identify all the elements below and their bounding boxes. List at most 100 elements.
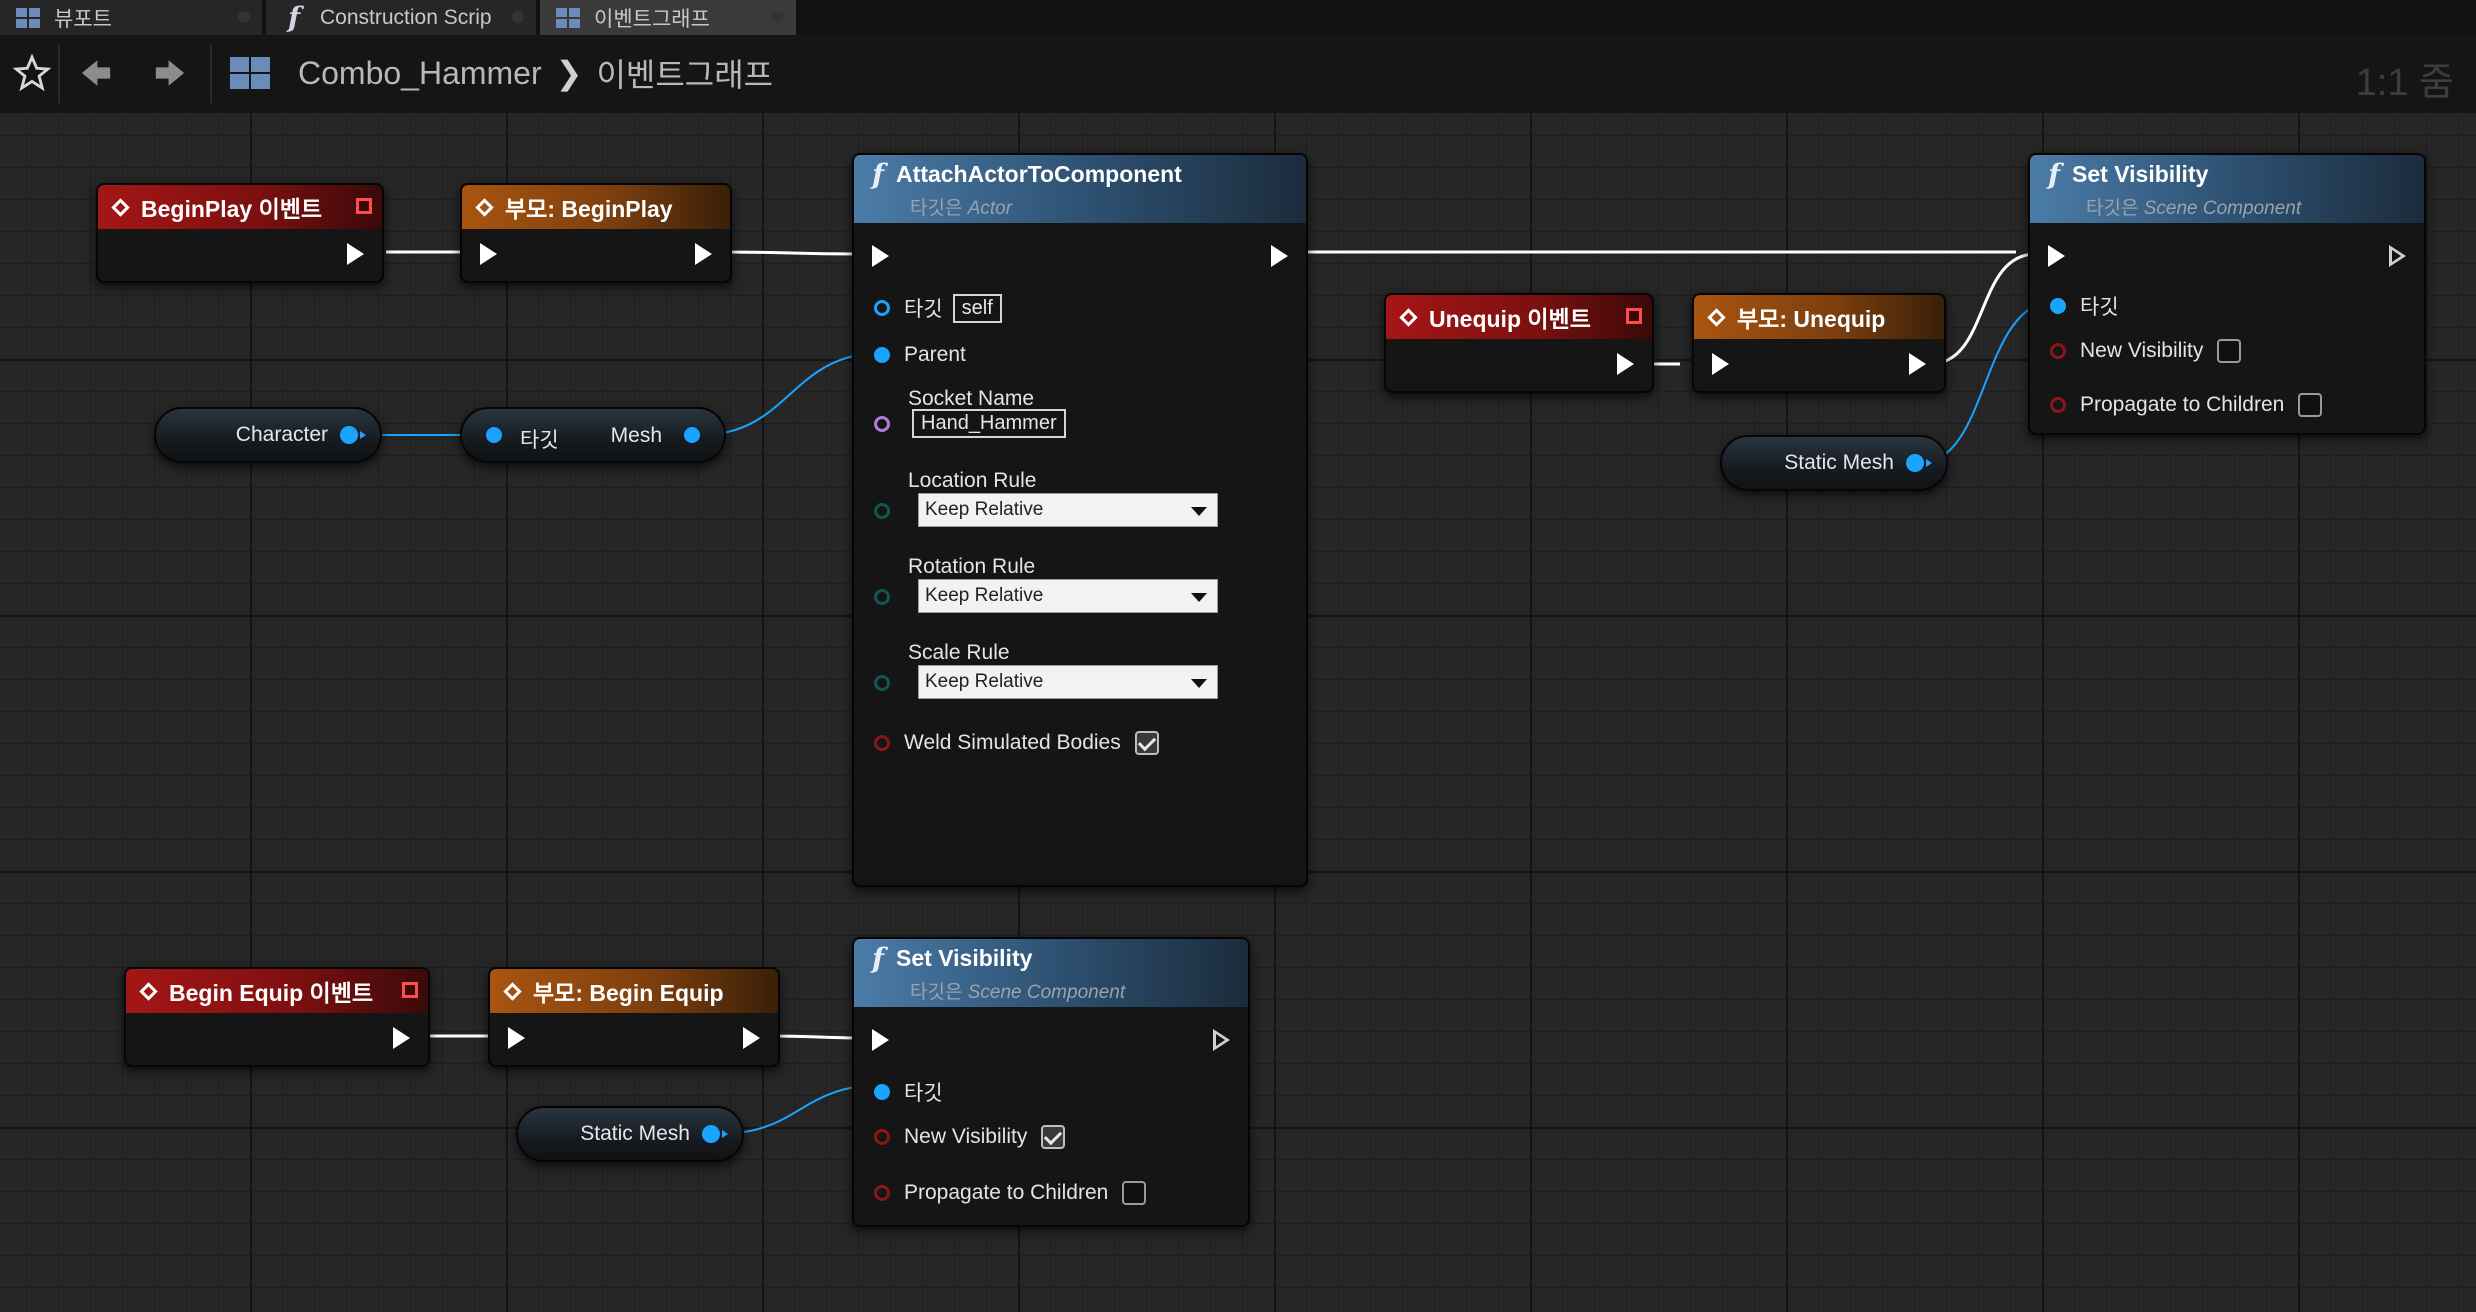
event-graph-canvas[interactable]: BeginPlay 이벤트 부모: BeginPlay f AttachActo… xyxy=(0,113,2476,1312)
target-input-pin[interactable] xyxy=(486,427,502,443)
node-begin-equip-event[interactable]: Begin Equip 이벤트 xyxy=(124,967,430,1067)
tab-bar: 뷰포트 f Construction Scrip 이벤트그래프 xyxy=(0,0,2476,35)
variable-static-mesh[interactable]: Static Mesh xyxy=(1720,435,1948,491)
delegate-pin[interactable] xyxy=(356,198,372,214)
variable-character[interactable]: Character xyxy=(154,407,382,463)
node-beginplay-event[interactable]: BeginPlay 이벤트 xyxy=(96,183,384,283)
socket-name-input[interactable]: Hand_Hammer xyxy=(912,409,1066,438)
weld-checkbox[interactable] xyxy=(1134,731,1159,755)
target-label: 타깃 xyxy=(520,429,559,452)
forward-arrow-icon[interactable] xyxy=(150,53,190,93)
new-visibility-checkbox[interactable] xyxy=(2217,339,2242,363)
rotation-rule-dropdown[interactable]: Keep Relative xyxy=(918,579,1218,613)
exec-input-pin[interactable] xyxy=(480,243,497,265)
close-icon[interactable] xyxy=(238,11,250,23)
exec-output-pin[interactable] xyxy=(743,1027,760,1049)
object-output-pin[interactable] xyxy=(1906,454,1932,472)
mesh-output-pin[interactable] xyxy=(684,427,700,443)
exec-output-pin[interactable] xyxy=(1213,1029,1230,1051)
breadcrumb: Combo_Hammer ❯ 이벤트그래프 xyxy=(298,51,773,95)
blueprint-grid-icon xyxy=(230,57,270,89)
node-parent-begin-equip[interactable]: 부모: Begin Equip xyxy=(488,967,780,1067)
propagate-to-children-pin[interactable]: Propagate to Children xyxy=(874,1181,1147,1205)
node-title: Begin Equip 이벤트 xyxy=(169,980,374,1006)
node-title: Set Visibility xyxy=(2072,161,2209,187)
exec-input-pin[interactable] xyxy=(872,245,889,267)
exec-output-pin[interactable] xyxy=(1617,353,1634,375)
node-parent-unequip[interactable]: 부모: Unequip xyxy=(1692,293,1946,393)
node-unequip-event[interactable]: Unequip 이벤트 xyxy=(1384,293,1654,393)
chevron-down-icon xyxy=(1191,507,1207,516)
rotation-rule-pin[interactable] xyxy=(874,589,890,605)
chevron-right-icon: ❯ xyxy=(555,55,583,91)
mesh-label: Mesh xyxy=(610,424,662,447)
favorite-star-icon[interactable] xyxy=(12,53,52,93)
back-arrow-icon[interactable] xyxy=(76,53,116,93)
tab-viewport[interactable]: 뷰포트 xyxy=(0,0,262,35)
chevron-down-icon xyxy=(1191,593,1207,602)
node-set-visibility-top[interactable]: f Set Visibility 타깃은 Scene Component 타깃 … xyxy=(2028,153,2426,435)
scale-rule-label: Scale Rule xyxy=(908,641,1010,664)
exec-output-pin[interactable] xyxy=(393,1027,410,1049)
location-rule-pin[interactable] xyxy=(874,503,890,519)
delegate-pin[interactable] xyxy=(402,982,418,998)
grid-icon xyxy=(12,6,44,30)
rotation-rule-label: Rotation Rule xyxy=(908,555,1036,578)
object-output-pin[interactable] xyxy=(702,1125,728,1143)
target-pin[interactable]: 타깃 xyxy=(874,1077,943,1107)
socket-name-pin[interactable]: Hand_Hammer xyxy=(874,409,1066,438)
close-icon[interactable] xyxy=(772,11,784,23)
parent-pin[interactable]: Parent xyxy=(874,343,966,367)
chevron-down-icon xyxy=(1191,679,1207,688)
target-pin[interactable]: 타깃 xyxy=(2050,291,2119,321)
exec-output-pin[interactable] xyxy=(2389,245,2406,267)
breadcrumb-graph[interactable]: 이벤트그래프 xyxy=(596,57,774,93)
exec-wire xyxy=(711,250,859,256)
weld-simulated-bodies-pin[interactable]: Weld Simulated Bodies xyxy=(874,731,1159,755)
scale-rule-pin[interactable] xyxy=(874,675,890,691)
node-subtitle-class: Scene Component xyxy=(2143,198,2302,219)
propagate-to-children-pin[interactable]: Propagate to Children xyxy=(2050,393,2323,417)
new-visibility-pin[interactable]: New Visibility xyxy=(2050,339,2242,363)
socket-name-label: Socket Name xyxy=(908,387,1035,410)
node-attach-actor-to-component[interactable]: f AttachActorToComponent 타깃은 Actor 타깃 se… xyxy=(852,153,1308,887)
exec-input-pin[interactable] xyxy=(2048,245,2065,267)
zoom-level: 1:1 줌 xyxy=(2355,62,2454,104)
function-icon: f xyxy=(2048,158,2061,191)
node-subtitle-prefix: 타깃은 xyxy=(910,982,963,1003)
event-icon xyxy=(503,981,522,1001)
new-visibility-checkbox[interactable] xyxy=(1041,1125,1066,1149)
exec-output-pin[interactable] xyxy=(695,243,712,265)
node-set-visibility-bottom[interactable]: f Set Visibility 타깃은 Scene Component 타깃 … xyxy=(852,937,1250,1227)
node-get-mesh[interactable]: 타깃 Mesh xyxy=(460,407,726,463)
target-pin[interactable]: 타깃 self xyxy=(874,293,1002,323)
tab-label: Construction Scrip xyxy=(320,5,492,29)
exec-input-pin[interactable] xyxy=(508,1027,525,1049)
node-subtitle-prefix: 타깃은 xyxy=(910,198,963,219)
breadcrumb-blueprint[interactable]: Combo_Hammer xyxy=(298,54,542,91)
function-icon: f xyxy=(872,158,885,191)
location-rule-dropdown[interactable]: Keep Relative xyxy=(918,493,1218,527)
scale-rule-dropdown[interactable]: Keep Relative xyxy=(918,665,1218,699)
location-rule-label: Location Rule xyxy=(908,469,1037,492)
tab-construction-script[interactable]: f Construction Scrip xyxy=(266,0,536,35)
new-visibility-pin[interactable]: New Visibility xyxy=(874,1125,1066,1149)
node-title: 부모: Begin Equip xyxy=(533,980,724,1006)
propagate-checkbox[interactable] xyxy=(1122,1181,1147,1205)
close-icon[interactable] xyxy=(512,11,524,23)
exec-output-pin[interactable] xyxy=(1271,245,1288,267)
object-wire xyxy=(699,352,883,436)
propagate-checkbox[interactable] xyxy=(2298,393,2323,417)
variable-static-mesh[interactable]: Static Mesh xyxy=(516,1106,744,1162)
exec-output-pin[interactable] xyxy=(347,243,364,265)
exec-input-pin[interactable] xyxy=(1712,353,1729,375)
tab-event-graph[interactable]: 이벤트그래프 xyxy=(540,0,796,35)
exec-output-pin[interactable] xyxy=(1909,353,1926,375)
delegate-pin[interactable] xyxy=(1626,308,1642,324)
node-title: AttachActorToComponent xyxy=(896,161,1182,187)
object-output-pin[interactable] xyxy=(340,426,366,444)
node-title: Unequip 이벤트 xyxy=(1429,306,1591,332)
event-icon xyxy=(1707,307,1726,327)
exec-input-pin[interactable] xyxy=(872,1029,889,1051)
node-parent-beginplay[interactable]: 부모: BeginPlay xyxy=(460,183,732,283)
